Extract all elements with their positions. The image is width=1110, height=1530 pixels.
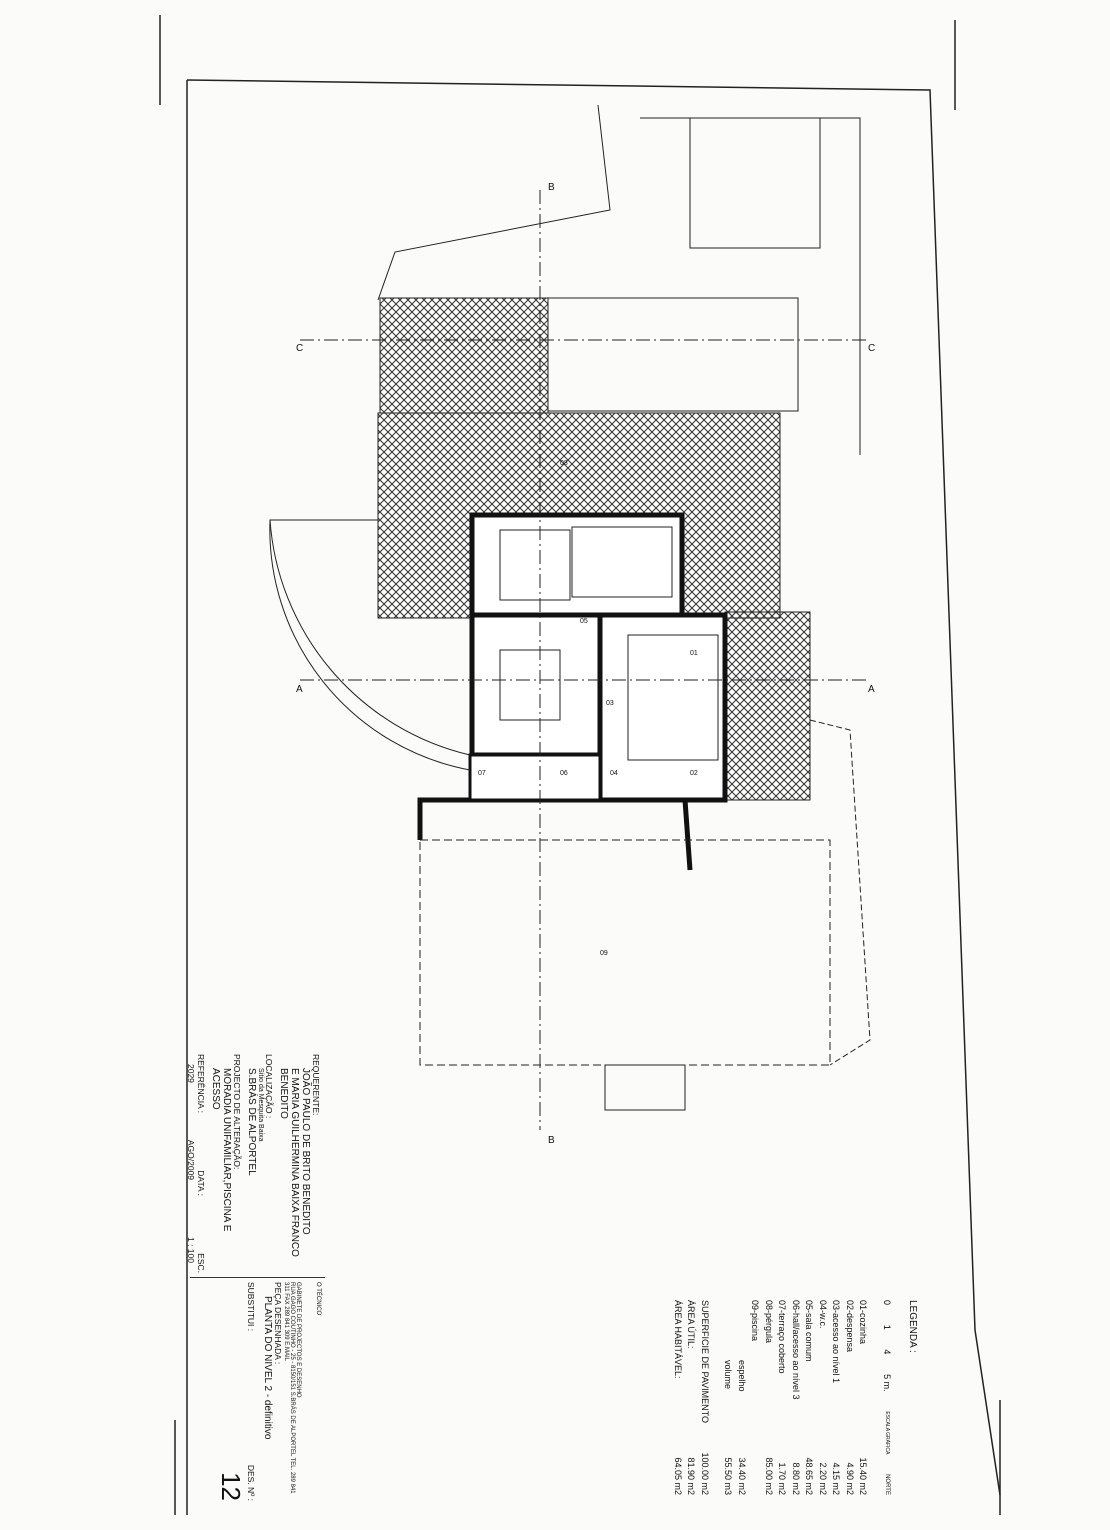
localizacao: S.BRÁS DE ALPORTEL <box>246 1068 257 1176</box>
localizacao: Sítio da Mesquita Baixa <box>257 1068 264 1142</box>
requerente-label: REQUERENTE: <box>311 1054 321 1116</box>
des-label: DES. Nº : <box>246 1464 256 1501</box>
esc: 1 : 100 <box>186 1237 196 1263</box>
section-mark-c: C <box>868 343 876 354</box>
room-label: 02 <box>690 770 698 777</box>
scale-tick: 0 <box>882 1300 892 1306</box>
north-arrow-icon: NORTE <box>884 1474 890 1495</box>
peca: PLANTA DO NIVEL 2 - definitivo <box>262 1296 273 1440</box>
projecto: MORADIA UNIFAMILIAR,PISCINA E ACESSO <box>210 1068 232 1232</box>
total-row: ÁREA HABITÁVEL:64.05 m2 <box>673 1300 683 1495</box>
referencia: 2029 <box>186 1064 196 1083</box>
section-mark-b: B <box>548 1135 555 1146</box>
room-label: 07 <box>478 770 486 777</box>
room-label: 06 <box>560 770 568 777</box>
substitui-label: SUBSTITUI : <box>246 1282 256 1332</box>
room-label: 08 <box>560 460 568 467</box>
legend-item: 04-w.c.2.20 m2 <box>818 1300 828 1495</box>
room-label: 09 <box>600 950 608 957</box>
section-mark-c: C <box>296 343 304 354</box>
requerente: E MARIA GUILHERMINA BAIXA FRANCO BENEDIT… <box>278 1068 300 1257</box>
tecnico-label: O TÉCNICO <box>315 1282 321 1316</box>
total-row: ÁREA ÚTIL:81.90 m2 <box>686 1300 697 1495</box>
data: AGO/2009 <box>186 1139 196 1181</box>
requerente: JOÃO PAULO DE BRITO BENEDITO <box>300 1068 311 1235</box>
localizacao-label: LOCALIZAÇÃO : <box>264 1054 274 1119</box>
outline-lines <box>269 104 871 1130</box>
room-label: 03 <box>606 700 614 707</box>
sheet-frame <box>159 15 1001 1515</box>
room-label: 01 <box>690 650 698 657</box>
room-label: 04 <box>610 770 618 777</box>
legend-item: 09-piscina <box>750 1300 761 1342</box>
projecto-label: PROJECTO DE ALTERAÇÃO: <box>232 1054 242 1170</box>
esc-label: ESC. <box>196 1253 206 1273</box>
walls <box>417 512 728 871</box>
data-label: DATA : <box>196 1170 206 1196</box>
drawing-number: 12 <box>216 1472 246 1501</box>
referencia-label: REFERÊNCIA : <box>196 1054 206 1114</box>
title-block: REQUERENTE: JOÃO PAULO DE BRITO BENEDITO… <box>186 1050 325 1505</box>
room-label: 05 <box>580 618 588 625</box>
scale-tick: 5 m. <box>882 1374 892 1392</box>
gabinete: GABINETE DE PROJECTOS E DESENHO <box>295 1282 301 1398</box>
contact: RUA GAGO COUTINHO - 25 - 8150/151 S.BRÁS… <box>283 1282 295 1494</box>
scale-label: ESCALA GRÁFICA <box>884 1411 890 1455</box>
legend: LEGENDA : 0 1 4 5 m. ESCALA GRÁFICA NORTE 01-… <box>600 1290 930 1505</box>
section-mark-a: A <box>296 684 303 695</box>
scale-tick: 4 <box>882 1349 892 1355</box>
legend-title: LEGENDA : <box>907 1300 918 1353</box>
section-mark-b: B <box>548 182 555 193</box>
section-mark-a: A <box>868 684 875 695</box>
scale-tick: 1 <box>882 1324 892 1330</box>
scale-bar: 0 1 4 5 m. ESCALA GRÁFICA NORTE <box>880 1290 894 1505</box>
peca-label: PEÇA DESENHADA : <box>273 1282 283 1365</box>
